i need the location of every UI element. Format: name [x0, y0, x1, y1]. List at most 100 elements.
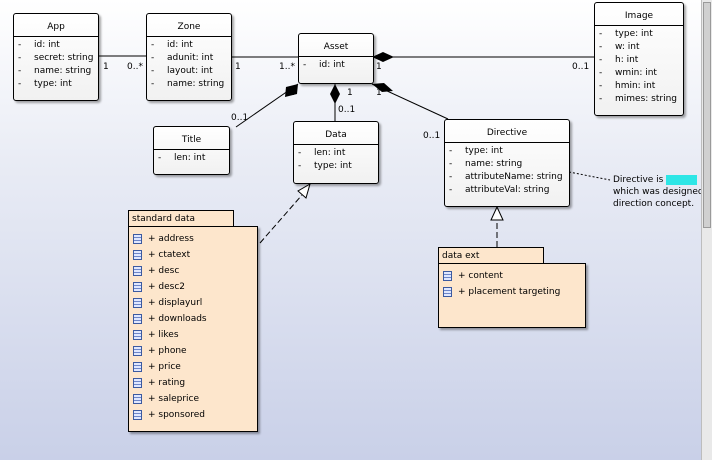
class-zone[interactable]: Zone -id: int -adunit: int -layout: int …: [146, 13, 232, 101]
attribute-icon: [133, 297, 142, 308]
class-image-attributes: -type: int -w: int -h: int -wmin: int -h…: [595, 26, 683, 108]
list-item[interactable]: + desc2: [133, 279, 253, 295]
class-directive[interactable]: Directive -type: int -name: string -attr…: [444, 119, 570, 207]
attribute: -type: int: [298, 161, 352, 171]
attribute: -attributeVal: string: [449, 185, 550, 195]
attribute: -len: int: [158, 153, 206, 163]
package-data-ext[interactable]: data ext + content + placement targeting: [438, 247, 586, 328]
list-item[interactable]: + placement targeting: [443, 284, 581, 300]
scrollbar-thumb[interactable]: [703, 2, 711, 228]
class-asset-attributes: -id: int: [299, 57, 373, 74]
attribute: -id: int: [18, 40, 60, 50]
attribute-icon: [133, 409, 142, 420]
multiplicity-app-zone-app: 1: [103, 62, 109, 72]
class-image[interactable]: Image -type: int -w: int -h: int -wmin: …: [594, 2, 684, 116]
vertical-scrollbar[interactable]: [701, 0, 712, 460]
class-directive-attributes: -type: int -name: string -attributeName:…: [445, 143, 569, 199]
attribute-icon: [133, 313, 142, 324]
list-item[interactable]: + downloads: [133, 311, 253, 327]
attribute-icon: [133, 393, 142, 404]
package-standard-data-name: standard data: [128, 210, 234, 227]
attribute-icon: [133, 345, 142, 356]
attribute: -type: int: [599, 29, 653, 39]
attribute: -layout: int: [151, 66, 213, 76]
list-item[interactable]: + sponsored: [133, 407, 253, 423]
class-title[interactable]: Title -len: int: [153, 126, 230, 175]
attribute: -wmin: int: [599, 68, 657, 78]
multiplicity-zone-asset-asset: 1..*: [279, 62, 295, 72]
data-realization-arrowhead: [297, 182, 311, 199]
class-directive-name: Directive: [445, 120, 569, 143]
list-item[interactable]: + desc: [133, 263, 253, 279]
attribute: -secret: string: [18, 53, 94, 63]
attribute: -len: int: [298, 148, 346, 158]
multiplicity-asset-directive-asset: 1: [376, 88, 382, 98]
attribute: -w: int: [599, 42, 640, 52]
attribute-icon: [133, 377, 142, 388]
list-item[interactable]: + rating: [133, 375, 253, 391]
class-data-name: Data: [294, 122, 378, 145]
asset-title-diamond: [285, 84, 298, 97]
attribute: -id: int: [303, 60, 345, 70]
list-item[interactable]: + address: [133, 231, 253, 247]
package-data-ext-name: data ext: [438, 247, 544, 264]
class-image-name: Image: [595, 3, 683, 26]
attribute: -type: int: [449, 146, 503, 156]
attribute: -name: string: [151, 79, 225, 89]
directive-note: Directive is hidden which was designed d…: [613, 175, 704, 209]
package-data-ext-body: + content + placement targeting: [438, 263, 586, 328]
multiplicity-app-zone-zone: 0..*: [127, 62, 143, 72]
attribute: -type: int: [18, 79, 72, 89]
attribute-icon: [443, 286, 452, 297]
attribute: -name: string: [18, 66, 92, 76]
attribute: -h: int: [599, 55, 639, 65]
attribute-icon: [133, 361, 142, 372]
attribute-icon: [443, 270, 452, 281]
attribute-icon: [133, 329, 142, 340]
multiplicity-asset-title-title: 0..1: [231, 113, 249, 123]
class-app[interactable]: App -id: int -secret: string -name: stri…: [13, 13, 99, 101]
attribute: -name: string: [449, 159, 523, 169]
package-standard-data-body: + address + ctatext + desc + desc2 + dis…: [128, 226, 258, 432]
attribute-icon: [133, 281, 142, 292]
class-data-attributes: -len: int -type: int: [294, 145, 378, 175]
list-item[interactable]: + phone: [133, 343, 253, 359]
class-data[interactable]: Data -len: int -type: int: [293, 121, 379, 184]
class-title-attributes: -len: int: [154, 150, 229, 167]
asset-image-diamond: [372, 52, 394, 62]
directive-note-link: [568, 171, 611, 181]
list-item[interactable]: + saleprice: [133, 391, 253, 407]
attribute: -adunit: int: [151, 53, 214, 63]
class-zone-attributes: -id: int -adunit: int -layout: int -name…: [147, 37, 231, 93]
multiplicity-asset-data-data: 0..1: [338, 105, 356, 115]
class-asset[interactable]: Asset -id: int: [298, 33, 374, 84]
attribute-icon: [133, 265, 142, 276]
multiplicity-asset-data-asset: 1: [347, 88, 353, 98]
class-asset-name: Asset: [299, 34, 373, 57]
attribute-icon: [133, 233, 142, 244]
package-standard-data[interactable]: standard data + address + ctatext + desc…: [128, 210, 258, 432]
standard-data-realization[interactable]: [259, 194, 303, 244]
multiplicity-asset-title-asset: 1: [289, 88, 295, 98]
attribute: -mimes: string: [599, 94, 677, 104]
list-item[interactable]: + ctatext: [133, 247, 253, 263]
attribute: -attributeName: string: [449, 172, 563, 182]
multiplicity-asset-image-asset: 1: [376, 62, 382, 72]
multiplicity-asset-directive-directive: 0..1: [423, 131, 441, 141]
class-app-attributes: -id: int -secret: string -name: string -…: [14, 37, 98, 93]
multiplicity-asset-image-image: 0..1: [572, 62, 590, 72]
attribute: -hmin: int: [599, 81, 656, 91]
multiplicity-zone-asset-zone: 1: [235, 62, 241, 72]
class-app-name: App: [14, 14, 98, 37]
class-zone-name: Zone: [147, 14, 231, 37]
asset-directive-diamond: [372, 83, 393, 92]
list-item[interactable]: + content: [443, 268, 581, 284]
list-item[interactable]: + displayurl: [133, 295, 253, 311]
list-item[interactable]: + price: [133, 359, 253, 375]
attribute-icon: [133, 249, 142, 260]
redacted-highlight: hidden: [666, 175, 698, 185]
asset-data-diamond: [330, 84, 340, 104]
list-item[interactable]: + likes: [133, 327, 253, 343]
